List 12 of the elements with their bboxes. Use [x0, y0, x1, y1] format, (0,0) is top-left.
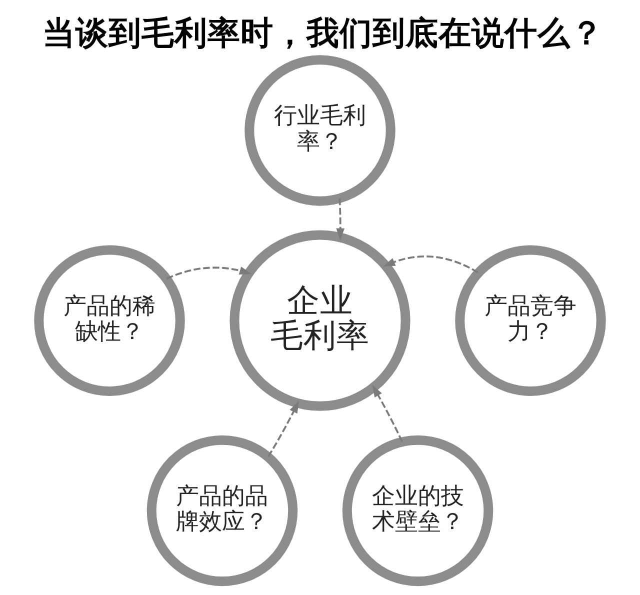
node-circle: 产品的品牌效应？ — [146, 435, 298, 586]
arrow — [372, 385, 403, 442]
diagram-title: 当谈到毛利率时，我们到底在说什么？ — [42, 14, 604, 52]
arrow — [166, 266, 252, 280]
node-circle: 企业的技术壁垒？ — [342, 435, 494, 586]
arrow — [268, 401, 299, 458]
node-circle: 企业毛利率 — [230, 230, 410, 411]
arrow — [383, 256, 478, 274]
node-circle: 行业毛利率？ — [244, 55, 396, 206]
node-circle: 产品竞争力？ — [455, 245, 606, 396]
node-circle: 产品的稀缺性？ — [34, 245, 185, 396]
arrow — [336, 198, 345, 240]
